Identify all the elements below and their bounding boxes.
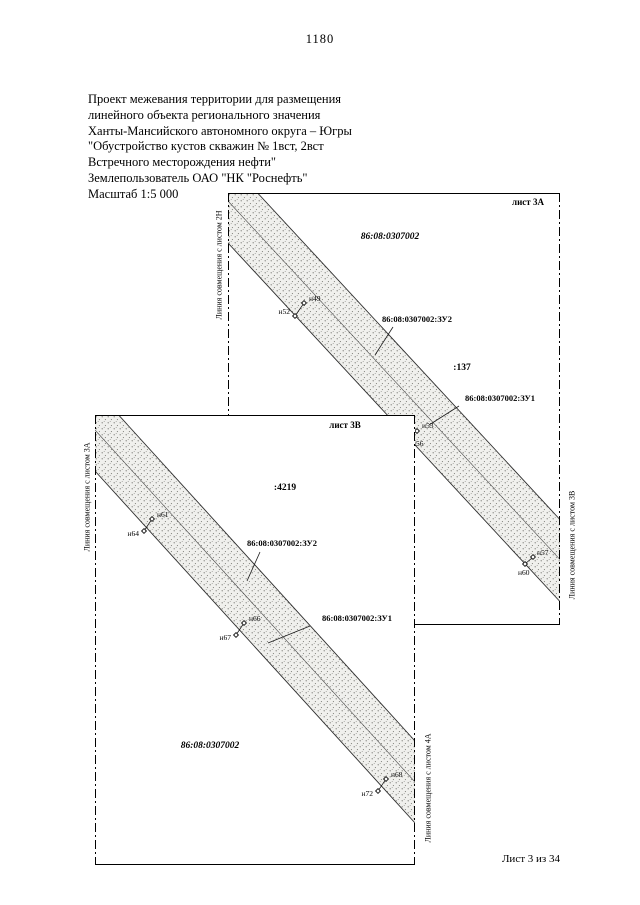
leader-zu1: [428, 405, 460, 426]
point-marker-n67: [232, 631, 240, 639]
point-label-n64: н64: [127, 529, 139, 538]
parcel-zu2-label: 86:08:0307002:ЗУ2: [382, 314, 452, 324]
header-line: Встречного месторождения нефти": [88, 155, 277, 170]
corridor-edge-upper: [257, 193, 560, 520]
point-marker-n49: [300, 299, 308, 307]
point-label-n61: н61: [157, 510, 169, 519]
point-label-n72: н72: [361, 789, 373, 798]
point-pair-line: [143, 518, 153, 532]
point-label-n49: н49: [309, 294, 321, 303]
point-label-n52: н52: [278, 307, 290, 316]
corridor-edge-upper: [118, 415, 415, 742]
parcel-zu1-label: 86:08:0307002:ЗУ1: [465, 393, 535, 403]
point-label-n57: н57: [537, 548, 549, 557]
point-label-n67: н67: [219, 633, 231, 642]
match-line-label-sheet-4a: Линия совмещения с листом 4А: [423, 733, 433, 843]
point-label-n56: н56: [412, 439, 424, 448]
sheet-counter: Лист 3 из 34: [501, 853, 560, 865]
point-marker-n53: [413, 427, 421, 435]
header-line: Землепользователь ОАО "НК "Роснефть": [88, 170, 308, 185]
header-line: "Обустройство кустов скважин № 1вст, 2вс…: [88, 139, 324, 154]
corridor-band: [95, 415, 415, 823]
point-marker-n72: [374, 787, 382, 795]
page-number: 1180: [305, 32, 335, 46]
corridor-band: [228, 193, 560, 602]
match-line-label-sheet-2n: Линия совмещения с листом 2Н: [214, 210, 224, 320]
parcel-zu2-label: 86:08:0307002:ЗУ2: [247, 538, 317, 548]
point-marker-n66: [240, 619, 248, 627]
map-sheet-3b: лист 3В :4219 86:08:0307002:ЗУ2 86:08:03…: [95, 415, 415, 865]
parcel-137-label: :137: [453, 363, 471, 373]
point-pair-line: [235, 622, 245, 636]
cadastral-quarter-label: 86:08:0307002: [361, 232, 420, 242]
match-line-label-sheet-3v: Линия совмещения с листом 3В: [567, 490, 577, 600]
point-label-n68: н68: [391, 770, 403, 779]
point-pair-line: [377, 778, 387, 792]
header-line-scale: Масштаб 1:5 000: [88, 186, 179, 201]
leader-zu2: [246, 551, 261, 582]
header-line: Ханты-Мансийского автономного округа – Ю…: [88, 123, 352, 138]
corridor-edge-lower: [95, 470, 415, 824]
point-marker-n52: [291, 312, 299, 320]
cadastral-quarter-label: 86:08:0307002: [181, 741, 240, 751]
corridor-divider: [95, 429, 415, 783]
point-marker-n61: [148, 515, 156, 523]
point-label-n66: н66: [249, 614, 261, 623]
leader-zu1: [267, 625, 311, 644]
document-header: Проект межевания территории для размещен…: [88, 92, 418, 203]
sheet-3b-map: лист 3В :4219 86:08:0307002:ЗУ2 86:08:03…: [95, 415, 415, 865]
leader-zu2: [374, 326, 394, 356]
point-pair-line: [294, 302, 305, 317]
point-label-n60: н60: [518, 568, 530, 577]
header-line: Проект межевания территории для размещен…: [88, 92, 342, 106]
parcel-4219-label: :4219: [274, 483, 296, 493]
corridor-divider: [228, 200, 560, 560]
header-line: линейного объекта регионального значения: [88, 107, 321, 122]
sheet-3a-title: лист 3А: [512, 197, 544, 207]
point-marker-n57: [529, 553, 537, 561]
point-marker-n68: [382, 775, 390, 783]
point-label-n53: н53: [422, 421, 434, 430]
point-marker-n64: [140, 527, 148, 535]
parcel-zu1-label: 86:08:0307002:ЗУ1: [322, 613, 392, 623]
match-line-label-sheet-3a: Линия совмещения с листом 3А: [82, 442, 92, 552]
point-marker-n60: [521, 560, 529, 568]
sheet-3b-title: лист 3В: [329, 420, 360, 430]
